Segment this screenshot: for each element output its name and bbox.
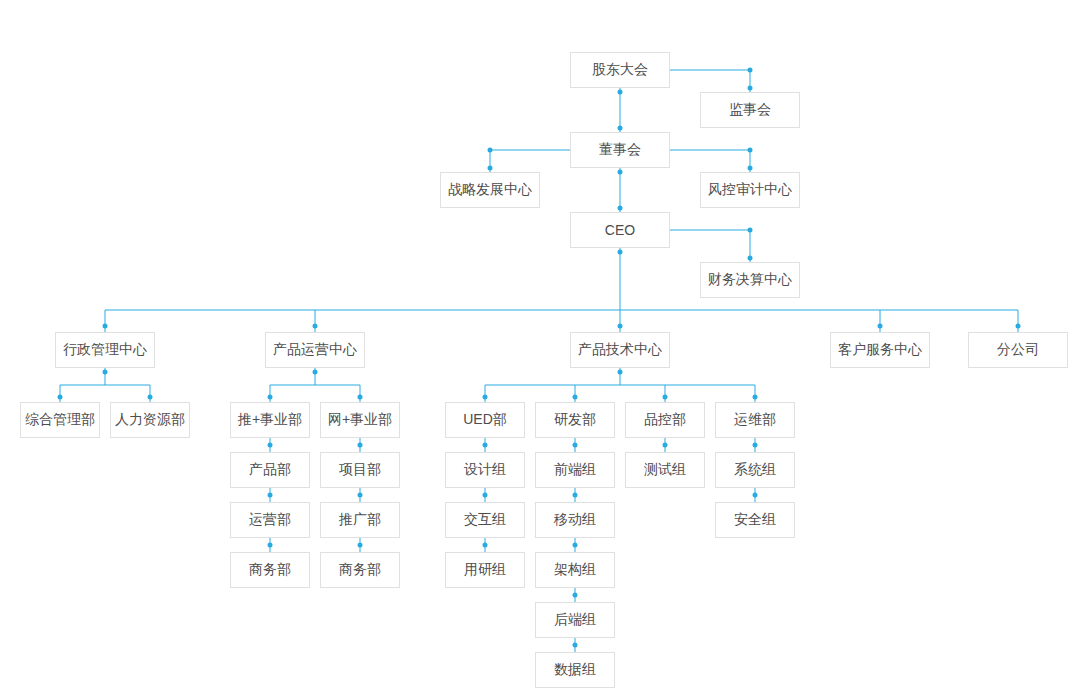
connector-dot	[358, 395, 363, 400]
org-node-shareholders-meeting: 股东大会	[570, 52, 670, 88]
connector-dot	[483, 543, 488, 548]
connector-line	[490, 150, 570, 172]
connector-dot	[573, 643, 578, 648]
org-node-hr-dept: 人力资源部	[110, 402, 190, 438]
connector-dot	[1016, 324, 1021, 329]
connector-dot	[313, 370, 318, 375]
org-node-product-operations-center: 产品运营中心	[265, 332, 365, 368]
connector-dot	[268, 443, 273, 448]
org-node-frontend-group: 前端组	[535, 452, 615, 488]
connector-dot	[58, 395, 63, 400]
org-node-project-dept: 项目部	[320, 452, 400, 488]
org-node-mobile-group: 移动组	[535, 502, 615, 538]
connector-dot	[753, 493, 758, 498]
connector-dot	[663, 443, 668, 448]
org-node-qc-dept: 品控部	[625, 402, 705, 438]
org-node-strategy-development-center: 战略发展中心	[440, 172, 540, 208]
connector-dot	[573, 543, 578, 548]
connector-dot	[748, 148, 753, 153]
org-node-board-of-directors: 董事会	[570, 132, 670, 168]
org-node-tui-business-unit: 推+事业部	[230, 402, 310, 438]
connector-dot	[268, 543, 273, 548]
org-node-data-group: 数据组	[535, 652, 615, 688]
connector-dot	[878, 324, 883, 329]
org-node-testing-group: 测试组	[625, 452, 705, 488]
org-node-ceo: CEO	[570, 212, 670, 248]
connector-dot	[748, 256, 753, 261]
org-node-rd-dept: 研发部	[535, 402, 615, 438]
connector-dot	[618, 250, 623, 255]
connector-dot	[748, 68, 753, 73]
org-node-product-technology-center: 产品技术中心	[570, 332, 670, 368]
connector-dot	[268, 493, 273, 498]
connector-dot	[103, 324, 108, 329]
org-node-interaction-group: 交互组	[445, 502, 525, 538]
connector-line	[670, 70, 750, 92]
org-node-risk-audit-center: 风控审计中心	[700, 172, 800, 208]
org-node-wang-business-unit: 网+事业部	[320, 402, 400, 438]
connector-dot	[358, 493, 363, 498]
connector-dot	[358, 443, 363, 448]
org-node-ops-dept: 运维部	[715, 402, 795, 438]
org-node-backend-group: 后端组	[535, 602, 615, 638]
org-node-admin-management-center: 行政管理中心	[55, 332, 155, 368]
connector-dot	[618, 90, 623, 95]
connector-dot	[618, 324, 623, 329]
connector-dot	[618, 126, 623, 131]
org-node-customer-service-center: 客户服务中心	[830, 332, 930, 368]
org-node-product-dept: 产品部	[230, 452, 310, 488]
org-node-user-research-group: 用研组	[445, 552, 525, 588]
connector-dot	[663, 395, 668, 400]
org-node-business-dept-left: 商务部	[230, 552, 310, 588]
org-node-business-dept-right: 商务部	[320, 552, 400, 588]
connector-dot	[488, 148, 493, 153]
org-node-general-management-dept: 综合管理部	[20, 402, 100, 438]
org-node-design-group: 设计组	[445, 452, 525, 488]
org-node-promotion-dept: 推广部	[320, 502, 400, 538]
connector-dot	[573, 395, 578, 400]
connector-dot	[488, 166, 493, 171]
connector-dot	[483, 395, 488, 400]
connector-dot	[753, 395, 758, 400]
connector-dot	[618, 370, 623, 375]
connector-dot	[573, 443, 578, 448]
connector-dot	[103, 370, 108, 375]
connector-dot	[483, 443, 488, 448]
connector-line	[670, 230, 750, 262]
connector-dot	[618, 206, 623, 211]
connector-dot	[748, 86, 753, 91]
org-node-system-group: 系统组	[715, 452, 795, 488]
org-node-operations-dept: 运营部	[230, 502, 310, 538]
connector-dot	[148, 395, 153, 400]
connector-dot	[483, 493, 488, 498]
connector-dot	[748, 166, 753, 171]
org-node-supervisory-board: 监事会	[700, 92, 800, 128]
org-node-architecture-group: 架构组	[535, 552, 615, 588]
org-node-ued-dept: UED部	[445, 402, 525, 438]
connector-dot	[573, 493, 578, 498]
connector-dot	[573, 593, 578, 598]
connector-line	[670, 150, 750, 172]
connector-dot	[313, 324, 318, 329]
org-node-security-group: 安全组	[715, 502, 795, 538]
connector-dot	[618, 170, 623, 175]
connector-dot	[358, 543, 363, 548]
connector-dot	[268, 395, 273, 400]
connector-dot	[753, 443, 758, 448]
org-node-branch-company: 分公司	[968, 332, 1068, 368]
connector-dot	[748, 228, 753, 233]
org-node-finance-settlement-center: 财务决算中心	[700, 262, 800, 298]
